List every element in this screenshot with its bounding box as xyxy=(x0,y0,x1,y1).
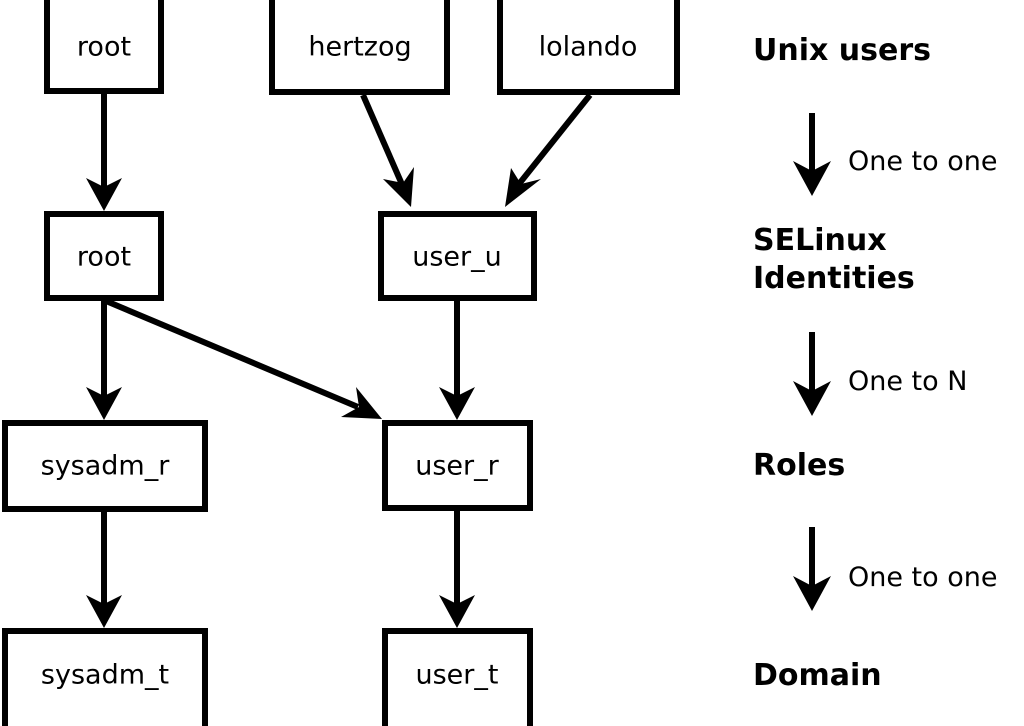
node-unix-root[interactable]: root xyxy=(44,0,164,94)
legend-arrow-one-to-one-1 xyxy=(793,113,831,196)
legend-stage-roles: Roles xyxy=(753,448,845,483)
edge-hertzog-to-user-u xyxy=(360,93,414,207)
edge-identity-root-to-sysadm-r xyxy=(86,301,122,420)
edge-identity-root-to-user-r xyxy=(104,298,382,419)
edge-user-u-to-user-r xyxy=(439,301,475,420)
node-unix-root-label: root xyxy=(77,32,131,63)
legend-arrow-one-to-n xyxy=(793,332,831,416)
legend-stage-domain: Domain xyxy=(753,658,882,693)
node-role-user-r[interactable]: user_r xyxy=(382,420,533,511)
legend-stage-selinux-identities-line1: SELinux xyxy=(753,223,887,258)
node-unix-lolando[interactable]: lolando xyxy=(497,0,680,95)
node-role-sysadm-r-label: sysadm_r xyxy=(41,451,171,482)
legend-relation-one-to-n: One to N xyxy=(848,366,967,397)
edge-unix-root-to-identity-root xyxy=(86,94,122,211)
legend-stage-selinux-identities-line2: Identities xyxy=(753,261,915,296)
edge-user-r-to-user-t xyxy=(439,511,475,628)
node-domain-user-t[interactable]: user_t xyxy=(382,628,533,726)
node-domain-user-t-label: user_t xyxy=(416,660,499,691)
node-role-sysadm-r[interactable]: sysadm_r xyxy=(2,420,208,512)
node-identity-user-u-label: user_u xyxy=(412,242,502,273)
node-identity-root[interactable]: root xyxy=(44,211,164,301)
edge-lolando-to-user-u xyxy=(505,93,593,207)
node-domain-sysadm-t[interactable]: sysadm_t xyxy=(2,628,208,726)
node-role-user-r-label: user_r xyxy=(415,451,499,482)
legend-arrow-one-to-one-2 xyxy=(793,527,831,611)
legend-relation-one-to-one-1: One to one xyxy=(848,146,998,177)
node-identity-user-u[interactable]: user_u xyxy=(378,211,537,301)
node-domain-sysadm-t-label: sysadm_t xyxy=(41,660,169,691)
node-unix-hertzog-label: hertzog xyxy=(308,32,411,63)
node-unix-hertzog[interactable]: hertzog xyxy=(269,0,450,95)
edge-sysadm-r-to-sysadm-t xyxy=(86,512,122,628)
legend-relation-one-to-one-2: One to one xyxy=(848,562,998,593)
node-unix-lolando-label: lolando xyxy=(539,32,638,63)
legend-stage-unix-users: Unix users xyxy=(753,33,931,68)
node-identity-root-label: root xyxy=(77,242,131,273)
